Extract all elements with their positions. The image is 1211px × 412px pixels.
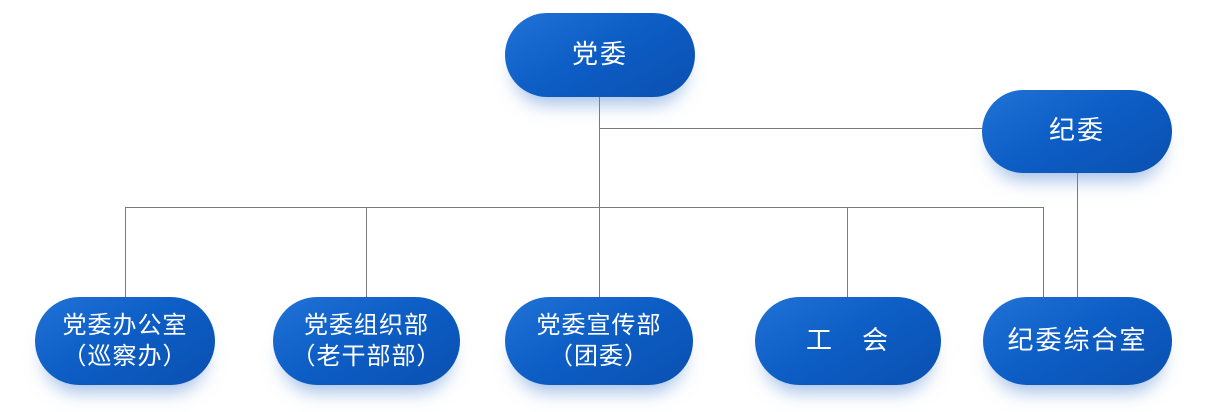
connector-bus-horizontal xyxy=(125,207,1043,208)
node-dangwei-bangongshi: 党委办公室 （巡察办） xyxy=(35,297,215,385)
node-dangwei-label: 党委 xyxy=(571,39,628,70)
connector-drop-zuzhibu xyxy=(366,207,367,297)
node-dangwei-xuanchuanbu-line2: （团委） xyxy=(549,342,649,370)
node-dangwei-zuzhibu-line2: （老干部部） xyxy=(291,342,442,370)
node-jiwei: 纪委 xyxy=(982,90,1172,173)
node-dangwei-bangongshi-line2: （巡察办） xyxy=(62,342,188,370)
connector-dangwei-to-jiwei xyxy=(599,128,982,129)
node-gonghui: 工 会 xyxy=(755,297,941,385)
node-gonghui-label: 工 会 xyxy=(805,325,890,356)
connector-drop-gonghui xyxy=(847,207,848,297)
node-jiwei-zongheshi-label: 纪委综合室 xyxy=(1007,325,1148,356)
node-dangwei-zuzhibu-line1: 党委组织部 xyxy=(304,310,429,339)
node-dangwei-bangongshi-line1: 党委办公室 xyxy=(62,310,188,339)
node-dangwei-xuanchuanbu: 党委宣传部 （团委） xyxy=(505,297,693,385)
node-dangwei: 党委 xyxy=(505,13,695,97)
connector-jiwei-to-zongheshi xyxy=(1077,173,1078,297)
connector-drop-zongheshi xyxy=(1043,207,1044,297)
connector-dangwei-vertical xyxy=(599,97,600,297)
node-dangwei-zuzhibu: 党委组织部 （老干部部） xyxy=(273,297,460,385)
connector-drop-bangongshi xyxy=(125,207,126,297)
node-jiwei-label: 纪委 xyxy=(1048,116,1105,147)
node-jiwei-zongheshi: 纪委综合室 xyxy=(983,297,1172,385)
node-dangwei-xuanchuanbu-line1: 党委宣传部 xyxy=(536,310,662,339)
